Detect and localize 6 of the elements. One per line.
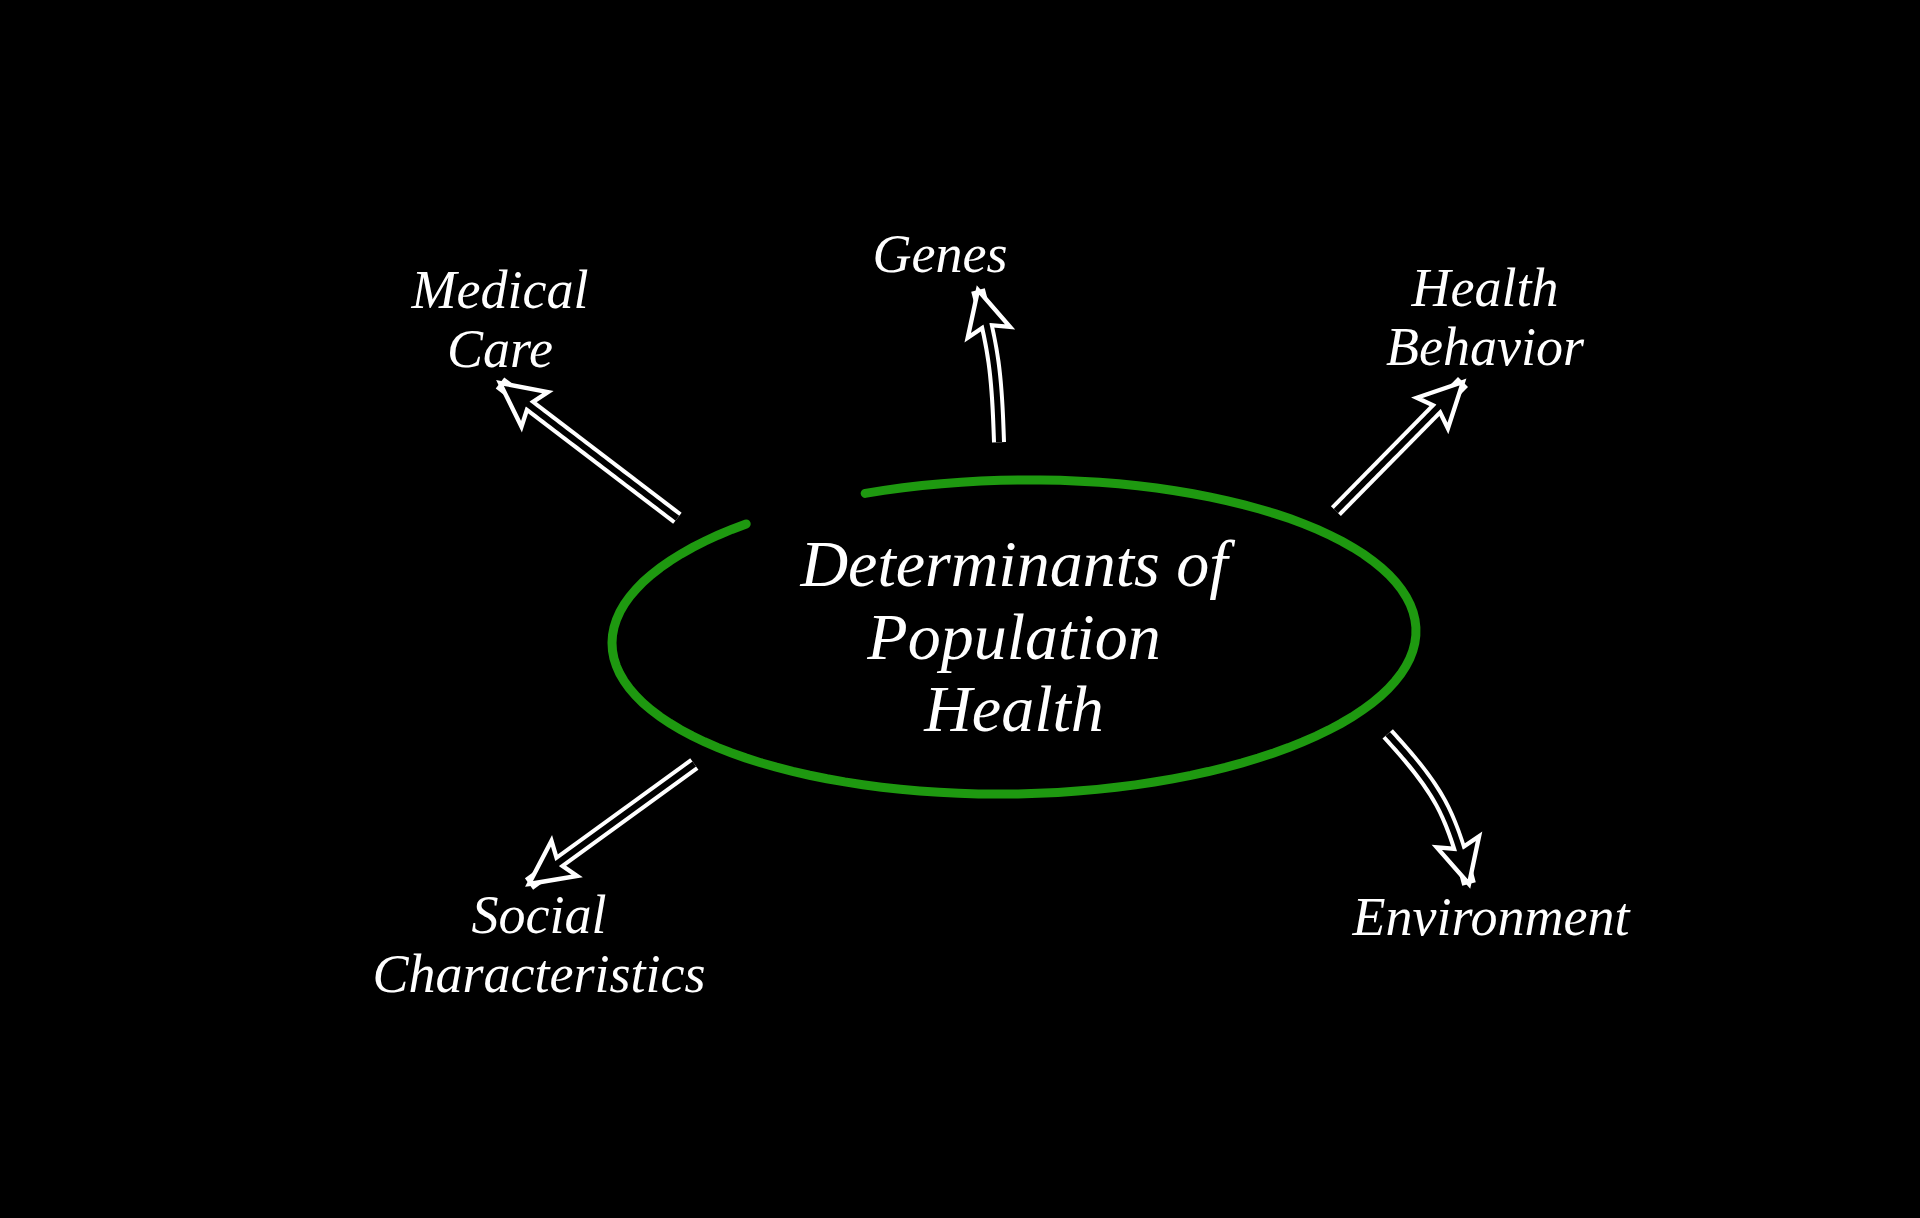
branch-label: Social Characteristics	[371, 885, 707, 1005]
branch-label: Environment	[1352, 888, 1630, 948]
branch-label: Genes	[872, 225, 1008, 285]
branch-label: Medical Care	[410, 260, 590, 380]
center-title: Determinants of Population Health	[774, 528, 1254, 746]
branch-label: Health Behavior	[1385, 258, 1585, 378]
